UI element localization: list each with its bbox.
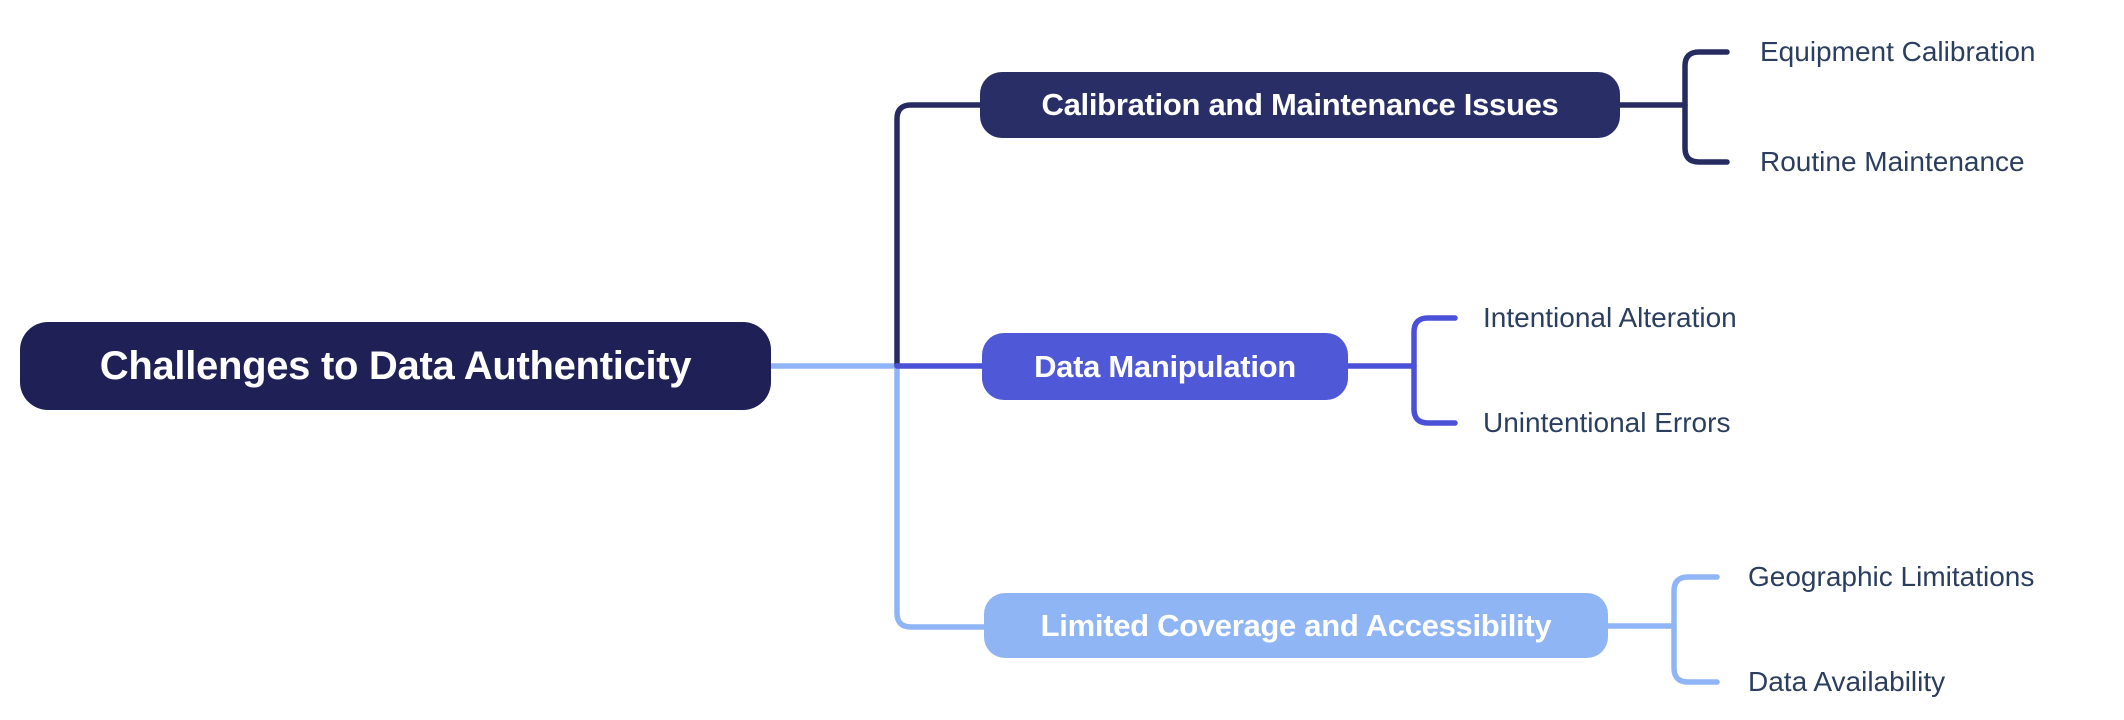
root-node: Challenges to Data Authenticity bbox=[20, 322, 771, 410]
branch-node-manipulation: Data Manipulation bbox=[982, 333, 1348, 400]
branch-node-coverage: Limited Coverage and Accessibility bbox=[984, 593, 1608, 658]
leaf-intentional-alteration: Intentional Alteration bbox=[1483, 302, 1737, 333]
leaf-data-availability: Data Availability bbox=[1748, 666, 1946, 697]
connector-junction-to-coverage bbox=[894, 363, 987, 630]
leaf-routine-maintenance: Routine Maintenance bbox=[1760, 146, 2025, 177]
bracket-manipulation-children bbox=[1411, 315, 1458, 426]
bracket-calibration-children bbox=[1682, 49, 1730, 165]
bracket-coverage-children bbox=[1671, 574, 1720, 685]
leaf-unintentional-errors: Unintentional Errors bbox=[1483, 407, 1731, 438]
leaf-geographic-limitations: Geographic Limitations bbox=[1748, 561, 2035, 592]
connector-junction-to-calibration bbox=[894, 102, 983, 369]
leaf-equipment-calibration: Equipment Calibration bbox=[1760, 36, 2036, 67]
branch-node-calibration: Calibration and Maintenance Issues bbox=[980, 72, 1620, 138]
